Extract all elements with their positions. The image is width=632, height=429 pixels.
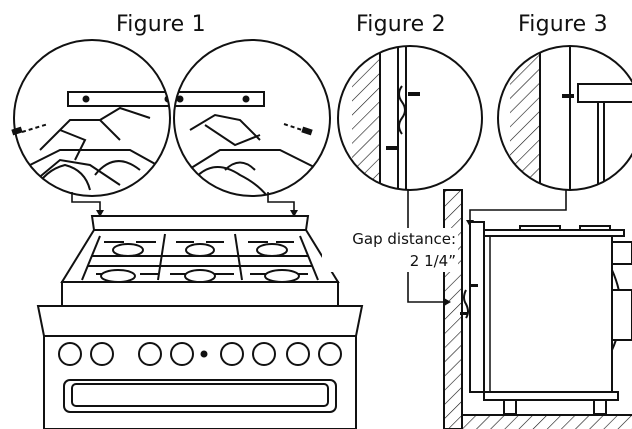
fig2-detail: [337, 45, 483, 191]
gap-distance-value: 2 1/4”: [409, 252, 456, 270]
figure-1-title: Figure 1: [116, 12, 206, 37]
alignment-dash-right: [283, 123, 303, 131]
oven-door-handle: [63, 379, 337, 413]
fig2-fig3-leaders: [407, 190, 567, 303]
range-side-view: [443, 189, 632, 429]
control-knobs: [58, 342, 342, 366]
gap-distance-caption: Gap distance:: [352, 230, 456, 248]
fig1-detail-left: [11, 39, 171, 197]
fig3-detail: [497, 45, 632, 191]
fig1-connector-arrows: [71, 192, 295, 212]
alignment-dash-left: [21, 123, 49, 133]
gap-distance-label: Gap distance: 2 1/4”: [322, 228, 458, 272]
fig1-detail-right: [173, 39, 331, 197]
burners: [100, 243, 300, 283]
figure-2-title: Figure 2: [356, 12, 446, 37]
figure-3-title: Figure 3: [518, 12, 608, 37]
